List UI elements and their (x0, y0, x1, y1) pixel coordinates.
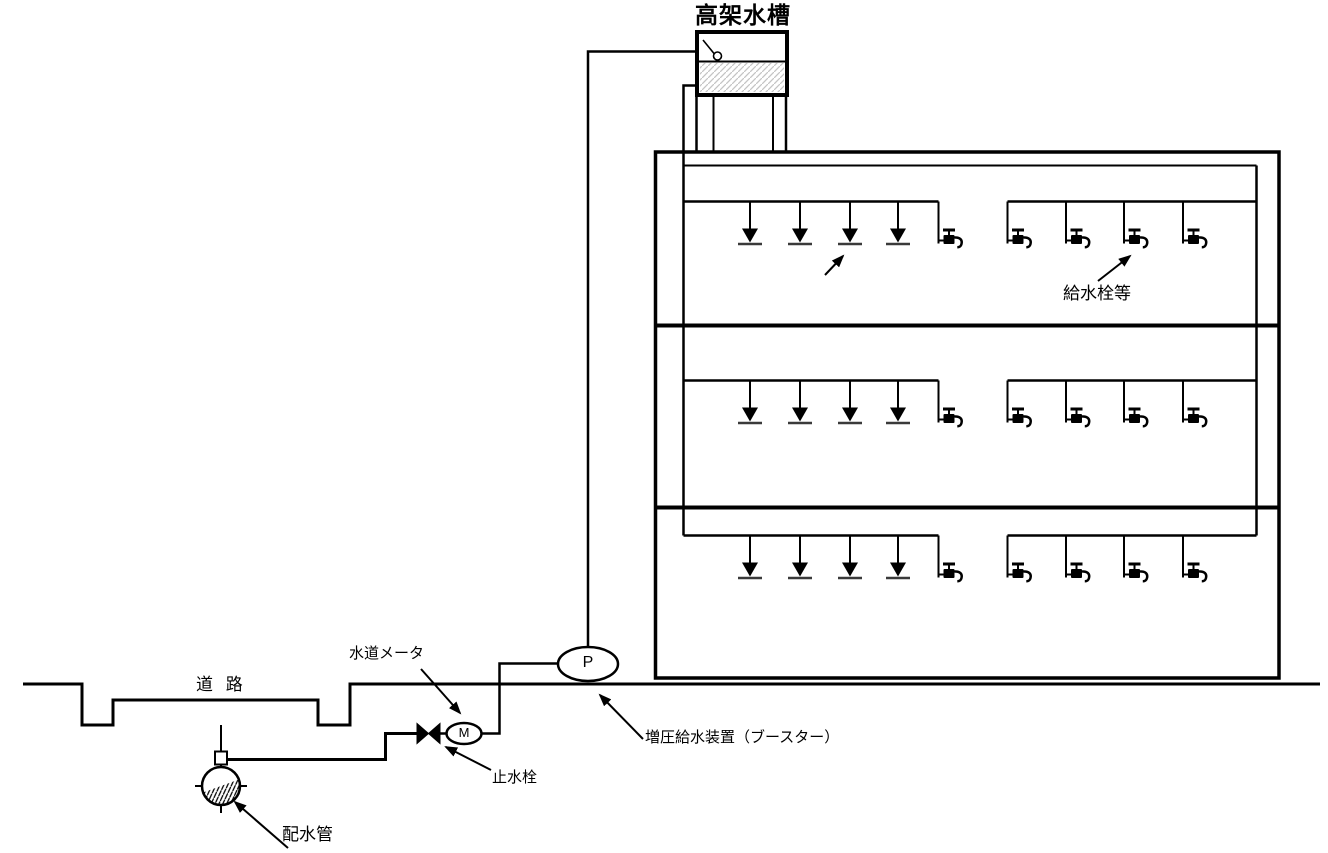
faucet-icon (1066, 536, 1090, 582)
faucet-icon (1066, 202, 1090, 248)
faucet-icon (1124, 536, 1148, 582)
float-valve-icon (702, 39, 723, 61)
arrow-tap-icon (786, 534, 814, 580)
ground-road-profile (23, 682, 1320, 727)
distribution-pipe-label-arrow (233, 800, 289, 849)
stop-valve-label-arrow (444, 746, 492, 771)
meter-symbol-letter: M (458, 725, 470, 740)
faucets-label: 給水栓等 (1063, 284, 1131, 303)
arrow-tap-icon (884, 200, 912, 246)
faucet-icon (1007, 202, 1031, 248)
faucet-icon (1066, 381, 1090, 427)
service-pipe-lower (227, 732, 417, 761)
faucet-icon (938, 381, 962, 427)
elevated-tank (695, 30, 789, 97)
faucet-icon (1124, 381, 1148, 427)
service-pipe-meter-to-pump (481, 662, 558, 735)
arrow-tap-icon (836, 379, 864, 425)
road-label: 道 路 (196, 675, 247, 694)
booster-label: 増圧給水装置（ブースター） (645, 729, 840, 746)
faucet-icon (1124, 202, 1148, 248)
tank-down-riser-pipe (682, 84, 697, 536)
water-meter-label: 水道メータ (349, 645, 425, 662)
distribution-pipe-label: 配水管 (282, 825, 333, 844)
pump-symbol-letter: P (582, 654, 594, 671)
arrow-tap-icon (786, 379, 814, 425)
faucet-icon (1183, 381, 1207, 427)
faucets-label-arrow (1097, 254, 1132, 282)
faucet-icon (938, 536, 962, 582)
arrow-tap-icon (836, 200, 864, 246)
tank-water-hatch (700, 63, 784, 92)
arrow-tap-icon (736, 534, 764, 580)
faucet-icon (938, 202, 962, 248)
tank-support-legs (695, 95, 788, 152)
faucet-icon (1183, 202, 1207, 248)
water-meter-label-arrow (420, 668, 462, 715)
booster-label-arrow (598, 693, 644, 740)
arrow-tap-icon (884, 534, 912, 580)
stop-valve-icon (416, 722, 441, 745)
stop-valve-label: 止水栓 (492, 769, 538, 786)
faucet-icon (1007, 381, 1031, 427)
arrow-tap-icon (736, 379, 764, 425)
tapping-fitting-icon (214, 750, 228, 766)
water-meter-icon (445, 721, 483, 746)
arrow-tap-icon (786, 200, 814, 246)
distribution-main-icon (195, 725, 247, 813)
faucet-icon (1183, 536, 1207, 582)
elevated-tank-label: 高架水槽 (695, 2, 791, 28)
building-outline (653, 150, 1281, 680)
arrow-tap-icon (736, 200, 764, 246)
arrow-tap-icon (884, 379, 912, 425)
pump-to-tank-pipe (586, 50, 697, 648)
faucet-pointer-arrow (824, 254, 845, 276)
faucet-icon (1007, 536, 1031, 582)
arrow-tap-icon (836, 534, 864, 580)
